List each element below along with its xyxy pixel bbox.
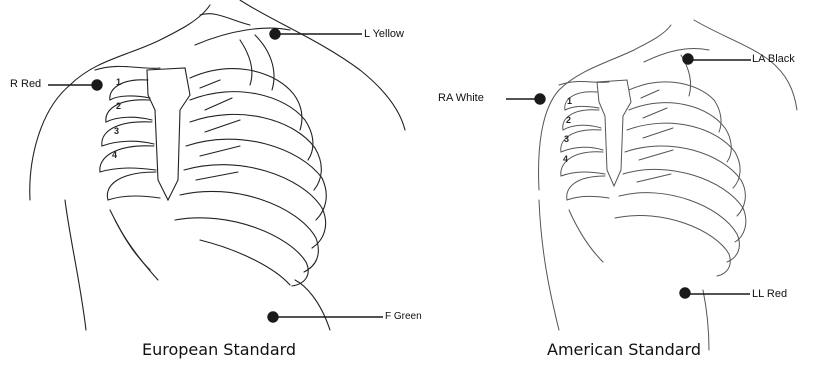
label-ra-white: RA White: [438, 92, 484, 104]
caption-european: European Standard: [142, 340, 296, 359]
electrode-dot-left-arm: [270, 29, 280, 39]
european-diagram: 1 2 3 4 L Yellow R Red F Green European …: [0, 0, 409, 365]
label-ll-red: LL Red: [752, 288, 787, 300]
label-r-red: R Red: [10, 78, 41, 90]
electrode-markers-eu: [0, 0, 409, 365]
label-la-black: LA Black: [752, 53, 795, 65]
electrode-dot-right-arm: [92, 80, 102, 90]
electrode-dot-foot: [268, 312, 278, 322]
american-diagram: 1 2 3 4 LA Black RA White LL Red America…: [409, 0, 818, 365]
caption-american: American Standard: [547, 340, 701, 359]
label-l-yellow: L Yellow: [364, 28, 404, 40]
electrode-dot-right-arm: [535, 94, 545, 104]
electrode-dot-left-leg: [680, 288, 690, 298]
electrode-dot-left-arm: [683, 54, 693, 64]
